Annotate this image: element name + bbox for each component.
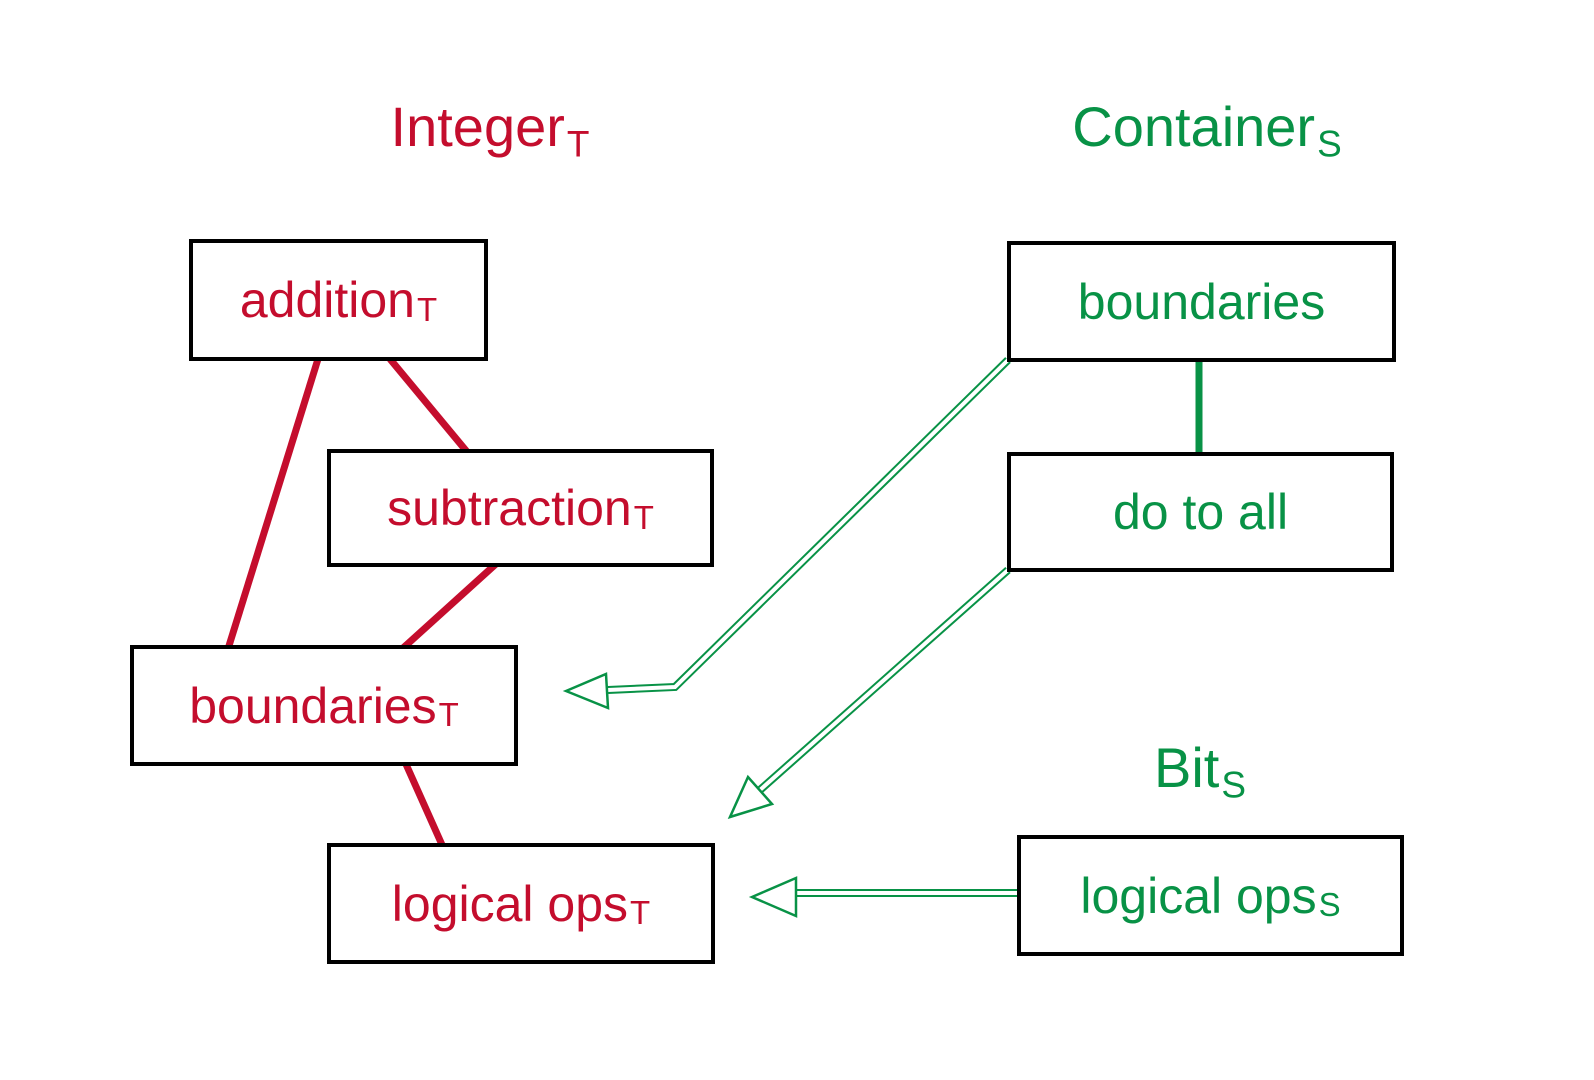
arrowhead	[562, 672, 610, 710]
arrowhead	[748, 876, 798, 918]
edge-addition-subtraction	[387, 356, 471, 456]
node-logical-ops-t-subscript: T	[630, 894, 651, 932]
node-boundaries-s-label: boundaries	[1077, 273, 1326, 330]
title-integer: IntegerT	[391, 99, 590, 163]
title-bit-label: Bit	[1153, 736, 1220, 799]
title-container-subscript: S	[1317, 123, 1342, 165]
node-boundaries-t-subscript: T	[438, 696, 459, 734]
node-subtraction-t-subscript: T	[633, 498, 654, 536]
arrow-boundariesS-to-boundariesT	[562, 357, 1011, 710]
edge-subtraction-boundariesT	[399, 560, 500, 652]
edge-addition-boundariesT	[224, 357, 322, 651]
title-bit-subscript: S	[1221, 764, 1247, 806]
title-integer-label: Integer	[390, 95, 565, 158]
node-addition-t-subscript: T	[416, 290, 438, 328]
arrow-logicalopsS-to-logicalopsT	[748, 876, 1019, 918]
node-logical-ops-t-label: logical ops	[391, 875, 629, 932]
title-integer-subscript: T	[566, 123, 590, 165]
node-do-to-all: do to all	[1007, 452, 1394, 572]
arrow-dotoall-to-logicalopsT	[727, 567, 1011, 820]
node-logical-ops-s-subscript: S	[1318, 886, 1341, 924]
title-bit: BitS	[1154, 740, 1246, 804]
edge-boundariesT-logicalopsT	[401, 760, 447, 849]
arrowhead	[727, 774, 775, 820]
node-addition-t-label: addition	[239, 272, 415, 328]
node-boundaries-t-label: boundaries	[189, 677, 437, 734]
title-container: ContainerS	[1072, 99, 1341, 163]
title-container-label: Container	[1072, 95, 1316, 158]
node-do-to-all-label: do to all	[1112, 484, 1289, 540]
node-boundaries-s: boundaries	[1007, 241, 1396, 362]
node-logical-ops-s-label: logical ops	[1080, 867, 1317, 924]
node-subtraction-t-label: subtraction	[387, 480, 632, 536]
